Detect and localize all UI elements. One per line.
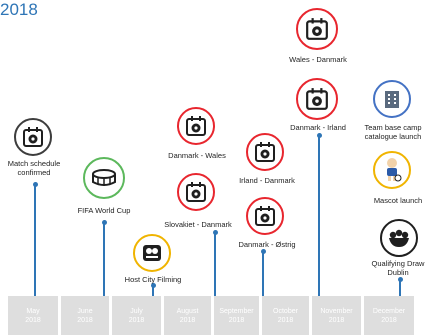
event-label: Match schedule confirmed [7, 159, 61, 177]
month-year: 2018 [25, 316, 41, 324]
calendar-ball-icon [306, 18, 328, 40]
stadium-icon [92, 169, 116, 186]
month-name: November [320, 307, 353, 315]
calendar-ball-icon [255, 206, 275, 226]
month-june: June 2018 [61, 296, 109, 335]
event-label: Mascot launch [373, 196, 423, 205]
month-year: 2018 [328, 316, 345, 324]
event-mascot-launch [373, 151, 411, 189]
ball-bowl-icon [389, 229, 409, 247]
month-year: 2018 [128, 316, 145, 324]
month-november: November 2018 [312, 296, 361, 335]
calendar-ball-icon [186, 116, 206, 136]
stem-dot [317, 133, 322, 138]
calendar-ball-icon [255, 142, 275, 162]
month-july: July 2018 [112, 296, 161, 335]
event-label: Qualifying Draw Dublin [371, 259, 425, 277]
event-label: Irland - Danmark [239, 176, 295, 185]
stem-dot [102, 220, 107, 225]
month-year: 2018 [277, 316, 294, 324]
month-august: August 2018 [164, 296, 211, 335]
stem-dot [33, 182, 38, 187]
event-qualifying-draw [380, 219, 418, 257]
month-december: December 2018 [364, 296, 414, 335]
month-september: September 2018 [214, 296, 259, 335]
stem-december [399, 279, 401, 296]
event-host-city-filming [133, 234, 171, 272]
month-year: 2018 [228, 316, 245, 324]
event-danmark-wales [177, 107, 215, 145]
month-name: July [130, 307, 143, 315]
stem-july [152, 285, 154, 296]
calendar-ball-icon [23, 127, 43, 147]
mascot-icon [387, 158, 402, 182]
stem-dot [261, 249, 266, 254]
event-slovakiet-danmark [177, 173, 215, 211]
month-name: September [219, 307, 254, 315]
event-label: Team base camp catalogue launch [364, 123, 422, 141]
stem-dot [213, 230, 218, 235]
stem-october [262, 251, 264, 296]
event-danmark-irland [296, 78, 338, 120]
month-name: October [273, 307, 298, 315]
event-label: Danmark - Irland [290, 123, 346, 132]
month-name: December [372, 307, 406, 315]
month-name: August [176, 307, 199, 315]
event-danmark-ostrig [246, 197, 284, 235]
event-label: FIFA World Cup [77, 206, 131, 215]
year-title: 2018 [0, 0, 38, 19]
stem-dot [151, 283, 156, 288]
month-name: June [77, 307, 93, 315]
event-team-base-camp [373, 80, 411, 118]
calendar-ball-icon [306, 88, 328, 110]
month-may: May 2018 [8, 296, 58, 335]
stem-june [103, 222, 105, 296]
month-year: 2018 [179, 316, 196, 324]
stem-september [214, 232, 216, 296]
stem-november [318, 135, 320, 296]
calendar-ball-icon [186, 182, 206, 202]
stem-dot [398, 277, 403, 282]
event-label: Wales - Danmark [289, 55, 347, 64]
event-label: Slovakiet - Danmark [164, 220, 232, 229]
event-label: Danmark - Østrig [238, 240, 296, 249]
stem-may [34, 184, 36, 296]
month-year: 2018 [381, 316, 397, 324]
month-name: May [26, 307, 40, 315]
event-wales-danmark [296, 8, 338, 50]
event-label: Host City Filming [124, 275, 182, 284]
month-october: October 2018 [262, 296, 309, 335]
film-camera-icon [143, 245, 161, 261]
event-irland-danmark [246, 133, 284, 171]
building-icon [385, 91, 399, 108]
event-world-cup [83, 157, 125, 199]
month-year: 2018 [77, 316, 93, 324]
event-match-schedule [14, 118, 52, 156]
event-label: Danmark - Wales [168, 151, 226, 160]
